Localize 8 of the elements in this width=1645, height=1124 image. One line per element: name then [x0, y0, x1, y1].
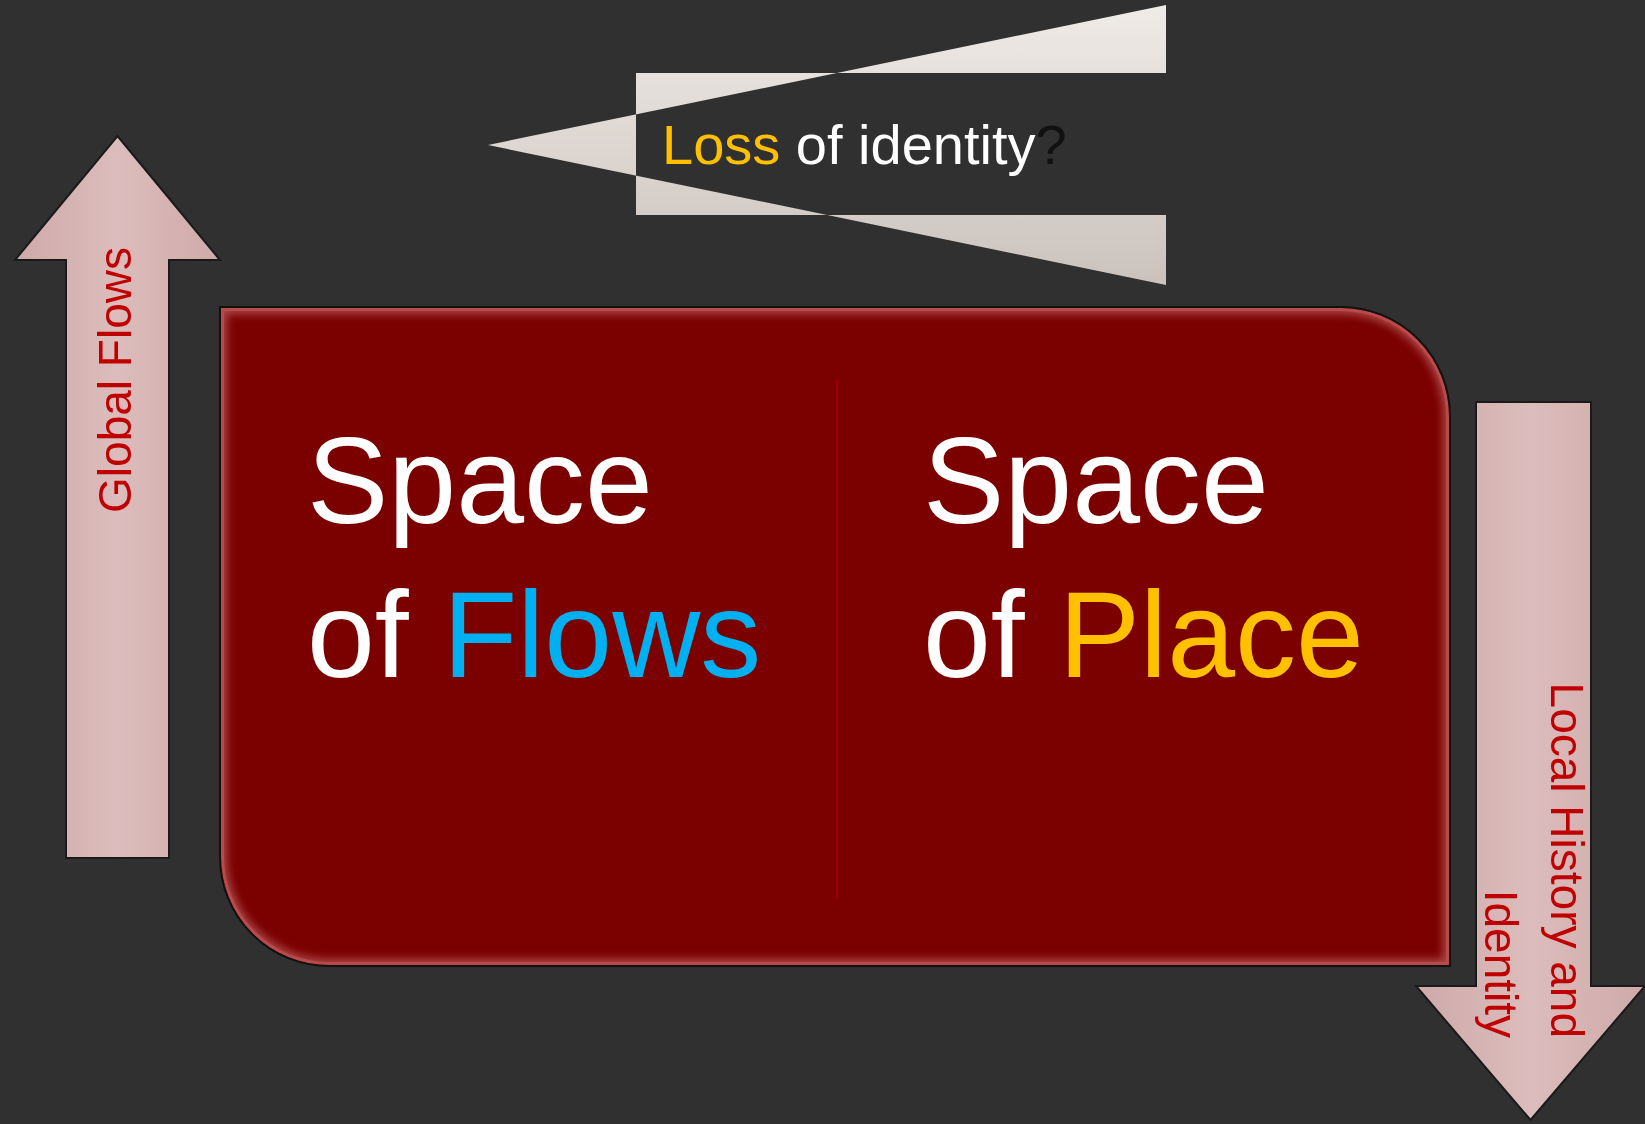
rounded-panel — [219, 306, 1451, 967]
up-arrow — [15, 136, 220, 858]
arrow-label: Local History and Identity — [1474, 681, 1594, 1038]
panel-heading: Space of Flows — [307, 412, 763, 705]
down-arrow — [1416, 402, 1645, 1120]
panel-heading: Space of Place — [923, 412, 1365, 705]
funnel-shape — [488, 5, 1166, 285]
arrow-label: Global Flows — [88, 246, 142, 515]
